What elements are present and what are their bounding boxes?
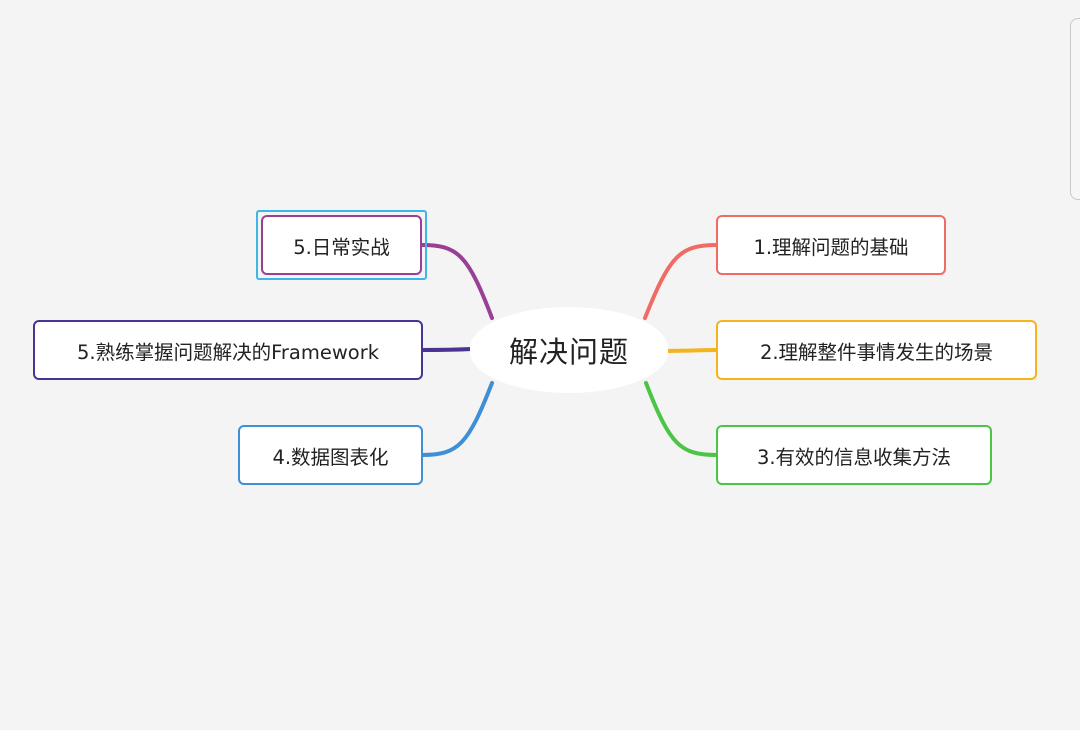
topic-t4[interactable]: 4.数据图表化	[238, 425, 423, 485]
topic-label: 4.数据图表化	[272, 445, 389, 469]
topic-label: 2.理解整件事情发生的场景	[759, 340, 994, 364]
central-topic[interactable]: 解决问题	[470, 307, 668, 393]
topic-t2[interactable]: 2.理解整件事情发生的场景	[716, 320, 1037, 380]
connector-t3	[644, 381, 719, 457]
topic-t6[interactable]: 5.日常实战	[261, 215, 422, 275]
selection-outline	[256, 210, 427, 280]
connector-t1	[643, 243, 719, 320]
topic-label: 3.有效的信息收集方法	[756, 445, 952, 469]
topic-label: 1.理解问题的基础	[753, 235, 909, 259]
connector-t6	[420, 243, 494, 320]
side-panel-handle[interactable]	[1070, 18, 1080, 200]
topic-label: 5.日常实战	[293, 235, 390, 259]
topic-label: 5.熟练掌握问题解决的Framework	[76, 340, 380, 364]
central-topic-label: 解决问题	[508, 335, 629, 369]
connector-t5	[420, 347, 474, 352]
topic-t3[interactable]: 3.有效的信息收集方法	[716, 425, 992, 485]
connector-t2	[664, 348, 719, 353]
topic-t5[interactable]: 5.熟练掌握问题解决的Framework	[33, 320, 423, 380]
connector-t4	[420, 381, 494, 457]
topic-t1[interactable]: 1.理解问题的基础	[716, 215, 946, 275]
